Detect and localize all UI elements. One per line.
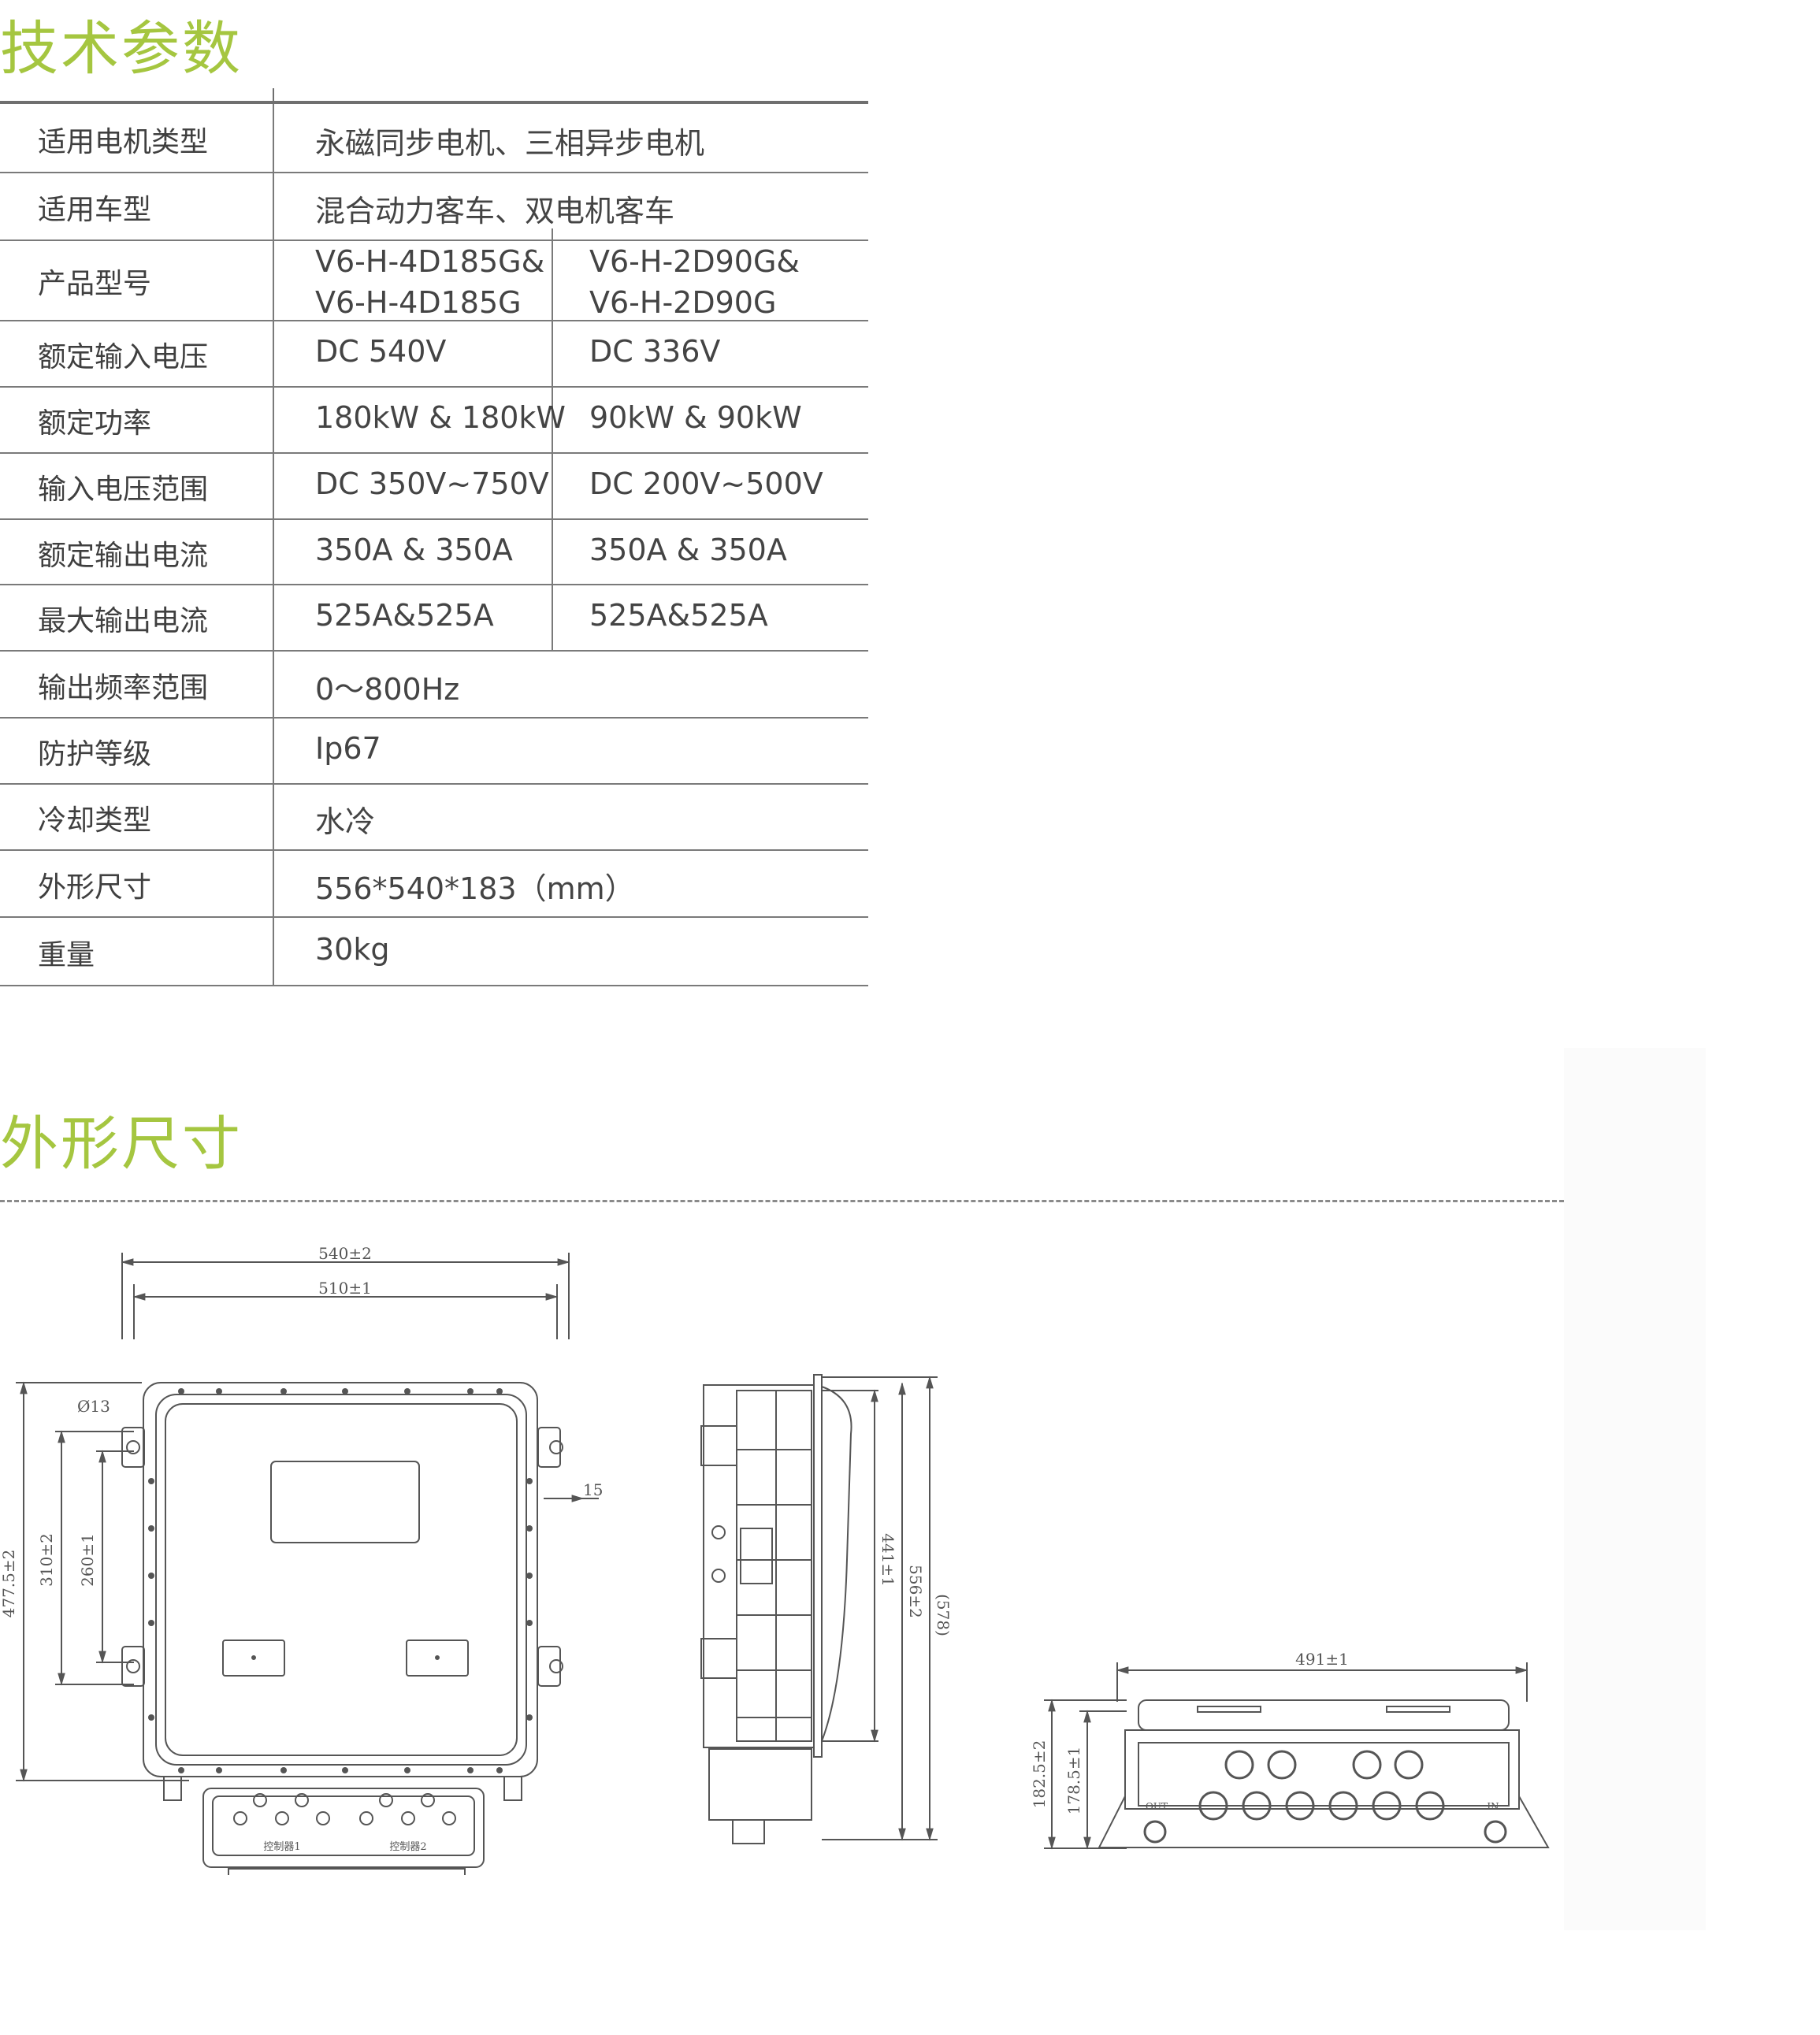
bottom-view-ports (1143, 1750, 1507, 1844)
spec-row: 冷却类型 水冷 (0, 783, 868, 851)
dim-width-inner: 510±1 (318, 1279, 372, 1298)
spec-value: V6-H-4D185G (315, 285, 522, 320)
spec-row: 输入电压范围 DC 350V~750V DC 200V~500V (0, 452, 868, 520)
spec-value: DC 200V~500V (589, 466, 823, 501)
table-top-tick (273, 88, 274, 102)
spec-value: 水冷 (315, 804, 376, 839)
spec-row: 防护等级 Ip67 (0, 717, 868, 785)
column-divider (552, 240, 553, 321)
drawing-background (1564, 1048, 1706, 1930)
spec-label: 输入电压范围 (38, 473, 209, 506)
column-divider (273, 849, 274, 918)
spec-row: 适用车型 混合动力客车、双电机客车 (0, 172, 868, 241)
spec-row: 产品型号 V6-H-4D185G&V6-H-4D185G V6-H-2D90G&V6… (0, 240, 868, 321)
spec-value: 永磁同步电机、三相异步电机 (315, 126, 705, 161)
spec-value: 0～800Hz (315, 671, 460, 707)
column-divider (552, 452, 553, 520)
column-divider (273, 916, 274, 986)
dashed-divider (0, 1200, 1564, 1202)
spec-value: 556*540*183（mm） (315, 871, 635, 906)
spec-label: 冷却类型 (38, 804, 152, 837)
spec-row: 额定输出电流 350A & 350A 350A & 350A (0, 518, 868, 585)
dim-width-outer: 540±2 (318, 1245, 372, 1263)
spec-value: 525A&525A (315, 598, 494, 633)
dim-bottom-h1: 182.5±2 (1030, 1740, 1049, 1809)
spec-value: 525A&525A (589, 598, 768, 633)
dim-height-mid: 310±2 (37, 1533, 56, 1587)
column-divider (552, 584, 553, 652)
spec-label: 防护等级 (38, 738, 152, 771)
spec-value: DC 336V (589, 334, 721, 369)
dim-side-h2: 556±2 (906, 1565, 925, 1618)
table-top-rule (0, 101, 868, 104)
spec-value: 90kW & 90kW (589, 400, 802, 435)
spec-label: 重量 (38, 938, 95, 971)
connector-terminals (233, 1793, 456, 1825)
spec-row: 额定功率 180kW & 180kW 90kW & 90kW (0, 386, 868, 454)
spec-row: 重量 30kg (0, 916, 868, 986)
section-title-specs: 技术参数 (0, 15, 243, 83)
spec-value: 350A & 350A (589, 532, 787, 567)
column-divider (273, 386, 274, 454)
column-divider (273, 104, 274, 173)
dim-side-h1: 441±1 (878, 1533, 897, 1587)
port-in-label: IN (1487, 1801, 1499, 1812)
column-divider (552, 386, 553, 454)
column-divider (273, 717, 274, 785)
dim-bottom-width: 491±1 (1295, 1650, 1349, 1669)
spec-value: DC 350V~750V (315, 466, 549, 501)
column-divider (552, 518, 553, 585)
front-view (16, 1253, 599, 1875)
column-divider (273, 320, 274, 388)
column-divider (273, 240, 274, 321)
column-divider (552, 320, 553, 388)
port-out-label: OUT (1146, 1801, 1168, 1812)
spec-value: 180kW & 180kW (315, 400, 566, 435)
dim-height-total: 477.5±2 (0, 1550, 18, 1618)
spec-value: V6-H-2D90G (589, 285, 777, 320)
column-divider (273, 650, 274, 719)
spec-label: 额定功率 (38, 407, 152, 440)
spec-row: 最大输出电流 525A&525A 525A&525A (0, 584, 868, 652)
column-divider (552, 228, 553, 241)
front-view-bolts (148, 1388, 533, 1773)
column-divider (273, 584, 274, 652)
dimension-drawing: 540±2 510±1 Ø13 15 477.5±2 310±2 260±1 控… (0, 1245, 1550, 1875)
dim-flange: 15 (583, 1480, 603, 1499)
spec-label: 适用电机类型 (38, 126, 209, 158)
spec-value: Ip67 (315, 731, 381, 766)
spec-row: 适用电机类型 永磁同步电机、三相异步电机 (0, 104, 868, 173)
spec-row: 额定输入电压 DC 540V DC 336V (0, 320, 868, 388)
dim-bottom-h2: 178.5±1 (1064, 1747, 1083, 1815)
bottom-view (1044, 1662, 1550, 1850)
connector-label-2: 控制器2 (389, 1841, 426, 1853)
spec-row: 输出频率范围 0～800Hz (0, 650, 868, 719)
spec-value: 30kg (315, 931, 390, 967)
connector-label-1: 控制器1 (263, 1841, 300, 1853)
spec-label: 额定输出电流 (38, 539, 209, 572)
spec-value: 350A & 350A (315, 532, 513, 567)
spec-label: 最大输出电流 (38, 605, 209, 637)
spec-value: V6-H-4D185G& (315, 244, 545, 279)
dim-hole-dia: Ø13 (77, 1397, 110, 1416)
spec-label: 产品型号 (38, 268, 152, 300)
column-divider (273, 518, 274, 585)
spec-label: 输出频率范围 (38, 671, 209, 704)
spec-label: 额定输入电压 (38, 341, 209, 373)
spec-label: 适用车型 (38, 194, 152, 226)
section-title-dimensions: 外形尺寸 (0, 1110, 243, 1178)
spec-label: 外形尺寸 (38, 871, 152, 904)
column-divider (273, 172, 274, 241)
spec-value: DC 540V (315, 334, 447, 369)
dim-height-inner: 260±1 (78, 1533, 97, 1587)
spec-row: 外形尺寸 556*540*183（mm） (0, 849, 868, 918)
spec-value: V6-H-2D90G& (589, 244, 800, 279)
dim-side-h3: (578) (934, 1594, 953, 1636)
spec-value: 混合动力客车、双电机客车 (315, 194, 675, 228)
column-divider (273, 452, 274, 520)
column-divider (273, 783, 274, 851)
side-view (700, 1374, 938, 1844)
